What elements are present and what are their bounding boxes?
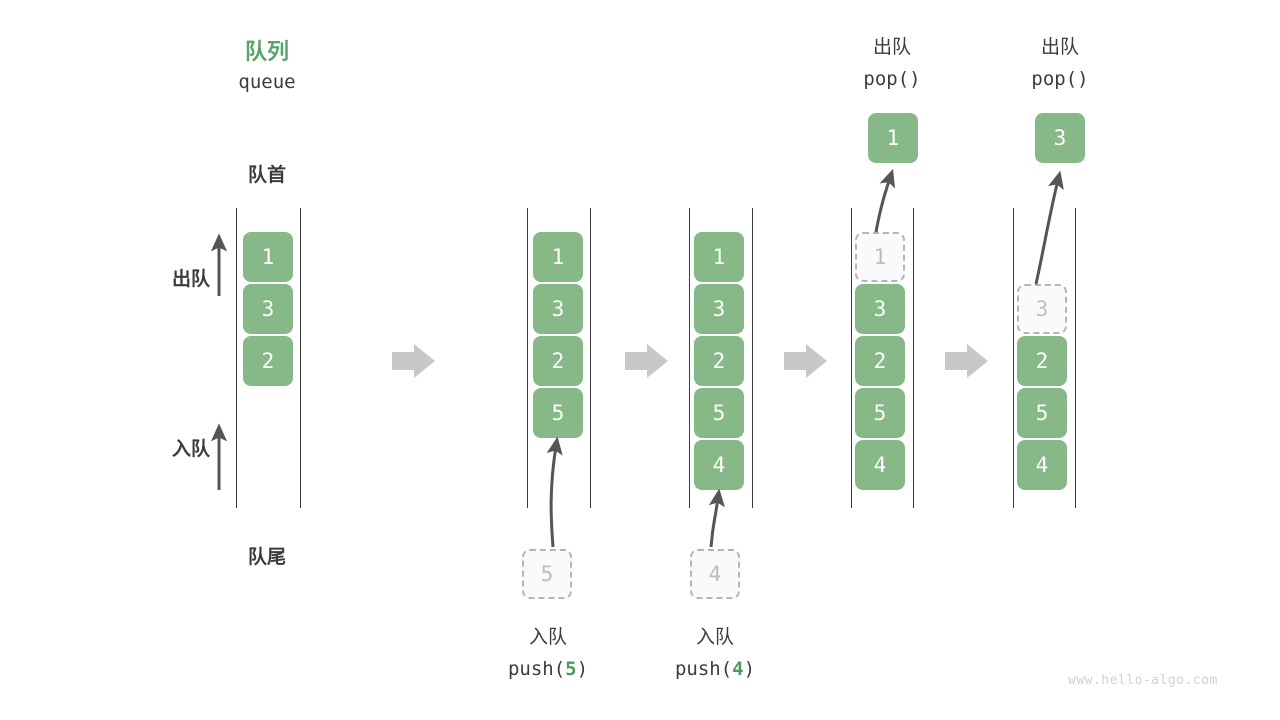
queue-rail-left <box>236 208 237 508</box>
popped-element: 1 <box>868 113 918 163</box>
diagram-title-cn: 队列 <box>244 39 289 64</box>
incoming-element-ghost: 4 <box>690 549 740 599</box>
pop-motion-arrow-1 <box>874 168 896 233</box>
site-watermark: www.hello-algo.com <box>1068 673 1218 688</box>
operation-label-cn: 出队 <box>1040 37 1079 58</box>
flow-arrow-3 <box>784 344 827 378</box>
operation-label-cn: 出队 <box>872 37 911 58</box>
operation-label-cn: 入队 <box>528 627 567 648</box>
queue-cell: 4 <box>694 440 744 490</box>
queue-cell: 2 <box>694 336 744 386</box>
queue-rail-right <box>1075 208 1076 508</box>
queue-cell: 5 <box>1017 388 1067 438</box>
queue-rail-left <box>851 208 852 508</box>
operation-label-code: push(5) <box>468 658 628 680</box>
queue-head-label: 队首 <box>247 165 286 186</box>
queue-cell: 5 <box>533 388 583 438</box>
push-motion-arrow-4 <box>708 488 725 548</box>
queue-rail-left <box>689 208 690 508</box>
queue-cell: 2 <box>533 336 583 386</box>
op-fn-close: ) <box>576 658 589 680</box>
operation-label-cn: 入队 <box>695 627 734 648</box>
queue-rail-right <box>590 208 591 508</box>
flow-arrow-4 <box>945 344 988 378</box>
queue-rail-left <box>1013 208 1014 508</box>
queue-cell-ghost: 3 <box>1017 284 1067 334</box>
flow-arrow-2 <box>625 344 668 378</box>
operation-label-code: push(4) <box>635 658 795 680</box>
queue-cell: 5 <box>855 388 905 438</box>
queue-cell: 2 <box>1017 336 1067 386</box>
queue-rail-right <box>913 208 914 508</box>
queue-cell: 3 <box>694 284 744 334</box>
popped-element: 3 <box>1035 113 1085 163</box>
operation-label-code: pop() <box>863 68 921 90</box>
queue-cell: 3 <box>855 284 905 334</box>
queue-cell: 2 <box>855 336 905 386</box>
queue-cell: 5 <box>694 388 744 438</box>
queue-cell: 3 <box>243 284 293 334</box>
incoming-element-ghost: 5 <box>522 549 572 599</box>
queue-cell: 1 <box>694 232 744 282</box>
op-argument: 4 <box>732 658 744 680</box>
op-argument: 5 <box>565 658 577 680</box>
op-fn-close: ) <box>743 658 756 680</box>
queue-cell: 1 <box>243 232 293 282</box>
op-fn-name: push( <box>674 658 733 680</box>
op-fn-name: push( <box>507 658 566 680</box>
queue-cell: 3 <box>533 284 583 334</box>
queue-cell: 1 <box>533 232 583 282</box>
queue-cell-ghost: 1 <box>855 232 905 282</box>
dequeue-direction-label: 出队 <box>171 269 210 290</box>
flow-arrow-1 <box>392 344 435 378</box>
queue-rail-left <box>527 208 528 508</box>
queue-tail-label: 队尾 <box>247 547 286 568</box>
diagram-title-en: queue <box>238 71 296 93</box>
operation-label-code: pop() <box>1031 68 1089 90</box>
queue-cell: 4 <box>1017 440 1067 490</box>
queue-rail-right <box>300 208 301 508</box>
pop-motion-arrow-3 <box>1034 170 1064 285</box>
enqueue-direction-label: 入队 <box>171 439 210 460</box>
queue-cell: 4 <box>855 440 905 490</box>
queue-cell: 2 <box>243 336 293 386</box>
push-motion-arrow-5 <box>546 436 563 548</box>
queue-rail-right <box>752 208 753 508</box>
